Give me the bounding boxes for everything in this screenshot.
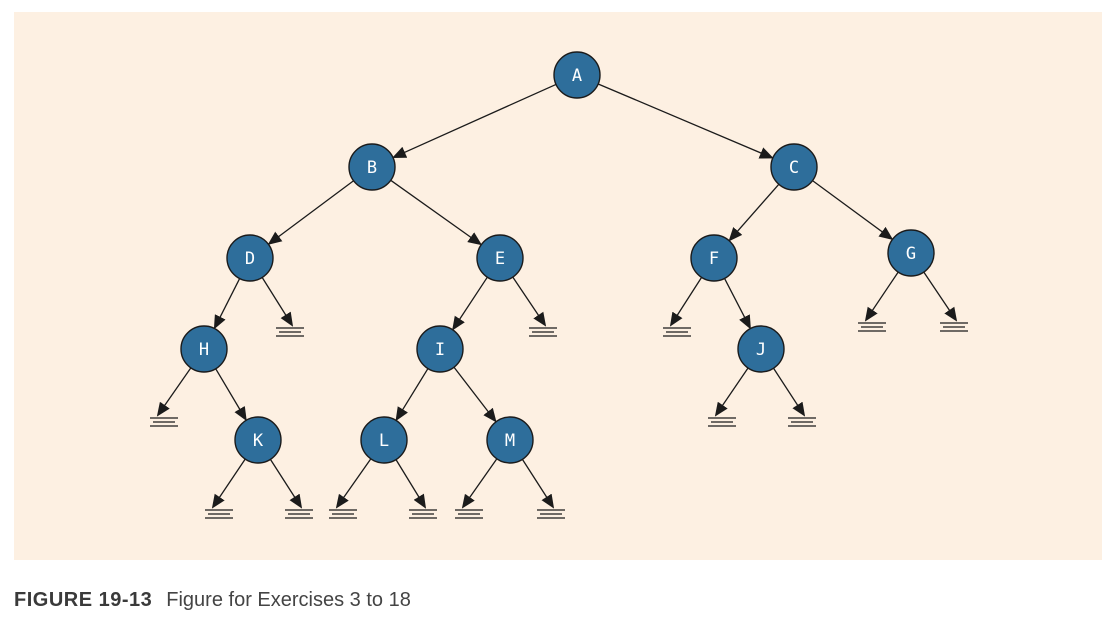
node-label: C [789, 158, 799, 178]
tree-node-e: E [476, 234, 524, 282]
tree-node-a: A [553, 51, 601, 99]
node-circle [887, 229, 935, 277]
tree-node-d: D [226, 234, 274, 282]
edge-c-to-f [728, 183, 780, 242]
tree-node-b: B [348, 143, 396, 191]
node-circle [690, 234, 738, 282]
tree-node-l: L [360, 416, 408, 464]
node-circle [348, 143, 396, 191]
tree-node-h: H [180, 325, 228, 373]
null-ground-symbol [276, 327, 304, 337]
null-pointer-edge-m [521, 459, 555, 509]
node-circle [360, 416, 408, 464]
null-pointer-edge-l [335, 458, 372, 509]
node-label: A [572, 66, 582, 86]
edge-a-to-b [392, 83, 557, 158]
null-ground-symbol [455, 509, 483, 519]
null-pointer-edge-h [156, 367, 192, 417]
node-circle [234, 416, 282, 464]
node-circle [416, 325, 464, 373]
figure-label: FIGURE 19-13 [14, 589, 153, 611]
edge-c-to-g [812, 180, 894, 240]
tree-node-k: K [234, 416, 282, 464]
tree-node-c: C [770, 143, 818, 191]
node-circle [486, 416, 534, 464]
null-pointer-edge-f [669, 277, 703, 327]
node-label: E [495, 249, 505, 269]
node-circle [737, 325, 785, 373]
node-label: B [367, 158, 377, 178]
null-pointer-edge-e [512, 276, 547, 327]
edge-e-to-i [452, 276, 488, 331]
edge-b-to-e [390, 179, 483, 246]
tree-node-f: F [690, 234, 738, 282]
null-pointer-edge-k [211, 458, 246, 509]
edge-d-to-h [213, 278, 241, 330]
edge-i-to-m [453, 366, 497, 423]
node-label: D [245, 249, 255, 269]
tree-node-j: J [737, 325, 785, 373]
null-ground-symbol [529, 327, 557, 337]
null-ground-symbol [940, 322, 968, 332]
node-label: H [199, 340, 209, 360]
node-circle [180, 325, 228, 373]
edge-a-to-c [597, 83, 774, 159]
figure-panel [14, 12, 1102, 560]
null-pointer-edge-j [773, 367, 806, 417]
edge-b-to-d [267, 180, 354, 245]
null-ground-symbol [537, 509, 565, 519]
null-pointer-edge-g [923, 271, 958, 322]
node-label: I [435, 340, 445, 360]
null-ground-symbol [329, 509, 357, 519]
node-label: G [906, 244, 916, 264]
figure-caption-text: Figure for Exercises 3 to 18 [166, 589, 411, 611]
null-ground-symbol [708, 417, 736, 427]
null-pointer-edge-g [864, 271, 899, 322]
edge-f-to-j [723, 278, 751, 330]
null-ground-symbol [663, 327, 691, 337]
null-ground-symbol [205, 509, 233, 519]
tree-node-g: G [887, 229, 935, 277]
tree-node-m: M [486, 416, 534, 464]
null-pointer-edge-m [461, 458, 498, 509]
null-pointer-edge-j [714, 367, 749, 417]
null-ground-symbol [150, 417, 178, 427]
node-label: M [505, 431, 515, 451]
edge-h-to-k [215, 368, 247, 422]
node-label: F [709, 249, 719, 269]
node-circle [226, 234, 274, 282]
null-ground-symbol [409, 509, 437, 519]
edge-i-to-l [395, 368, 429, 422]
node-label: K [253, 431, 264, 451]
node-circle [770, 143, 818, 191]
null-pointer-edge-l [395, 459, 427, 509]
node-label: J [756, 340, 766, 360]
figure-caption: FIGURE 19-13 Figure for Exercises 3 to 18 [14, 589, 411, 615]
null-pointer-edge-d [261, 277, 294, 327]
node-circle [553, 51, 601, 99]
tree-node-i: I [416, 325, 464, 373]
node-label: L [379, 431, 389, 451]
null-ground-symbol [285, 509, 313, 519]
null-ground-symbol [858, 322, 886, 332]
null-ground-symbol [788, 417, 816, 427]
node-circle [476, 234, 524, 282]
null-pointer-edge-k [269, 459, 303, 509]
